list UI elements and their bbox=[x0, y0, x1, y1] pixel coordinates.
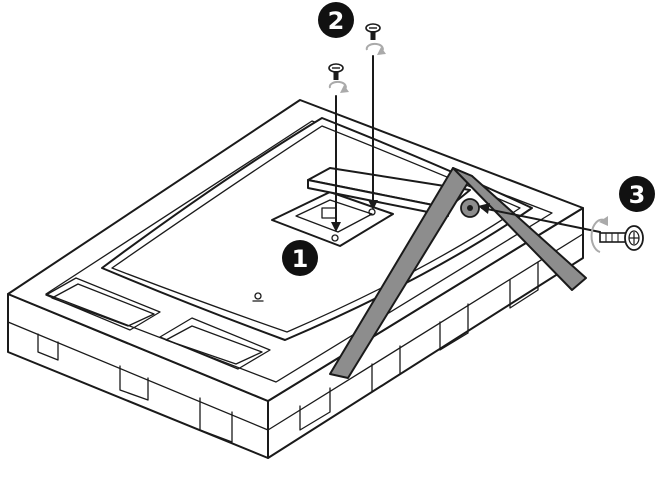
stand-arm bbox=[307, 167, 471, 217]
step-badge-3: 3 bbox=[619, 176, 655, 212]
step3-guide-line bbox=[478, 203, 601, 233]
step-badge-1-label: 1 bbox=[292, 245, 309, 273]
rotate-arrow-icon bbox=[365, 42, 386, 55]
monitor-back-contour bbox=[111, 125, 521, 333]
monitor-button bbox=[252, 292, 264, 302]
rotate-arrow-icon bbox=[328, 80, 349, 93]
bracket-plate bbox=[271, 191, 394, 247]
stand-neck bbox=[329, 167, 587, 379]
screw-guide-lines bbox=[331, 55, 378, 232]
thumb-screw-icon bbox=[599, 225, 644, 251]
foam-front-notches bbox=[7, 321, 269, 443]
rotate-arrow-icon bbox=[590, 216, 608, 253]
foam-pockets bbox=[45, 277, 271, 370]
step-badge-2-label: 2 bbox=[328, 7, 345, 35]
screw-icon bbox=[365, 23, 381, 40]
step-badge-1: 1 bbox=[282, 240, 318, 276]
step-badge-3-label: 3 bbox=[629, 181, 646, 209]
screw-icon bbox=[328, 63, 344, 80]
step-badge-2: 2 bbox=[318, 2, 354, 38]
foam-right-notches bbox=[267, 233, 584, 431]
stand-neck-back bbox=[452, 167, 587, 291]
